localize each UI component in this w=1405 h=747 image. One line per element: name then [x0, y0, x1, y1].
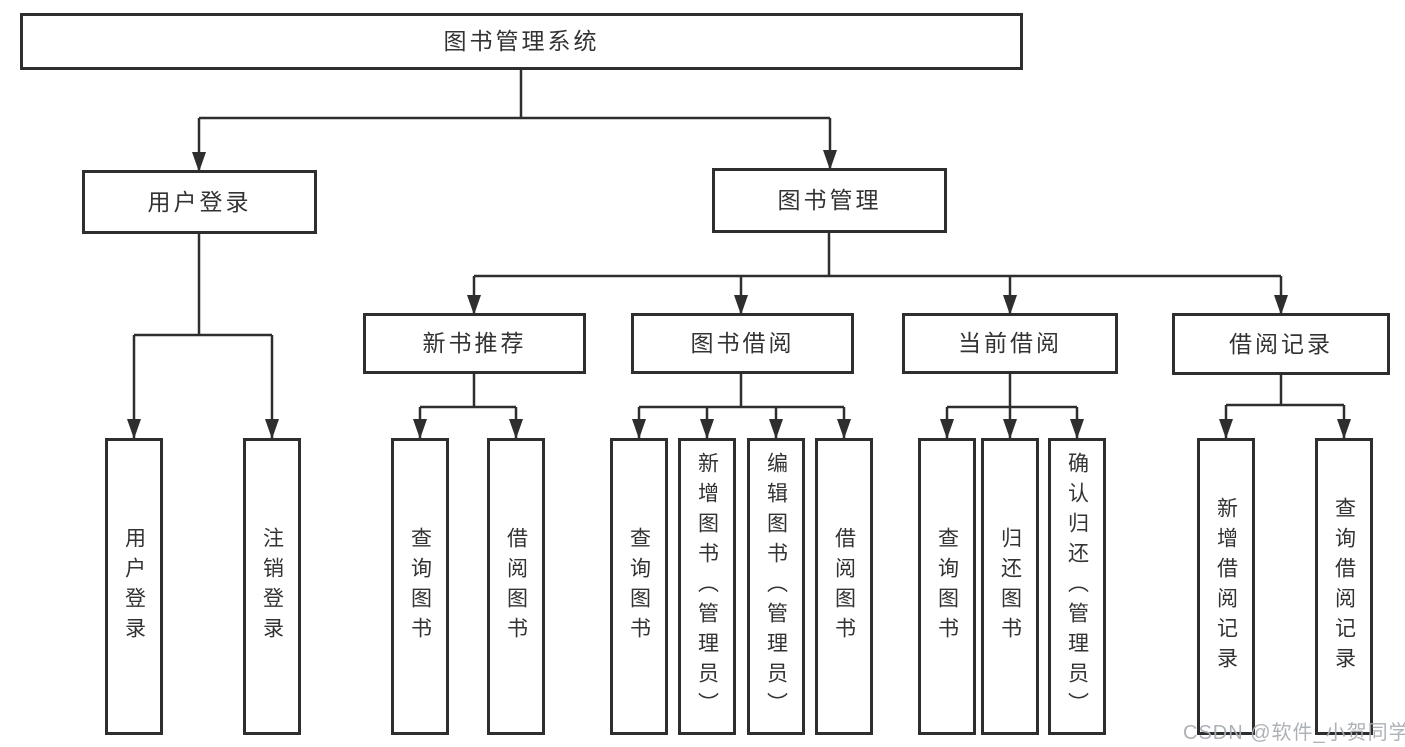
node-leaf-label: 新增图书（管理员）: [695, 451, 719, 722]
node-library-system: 图书管理系统: [20, 13, 1023, 70]
watermark: CSDN @软件_小贺同学: [1183, 722, 1405, 744]
node-leaf-label: 查询图书: [408, 526, 432, 647]
node-book-borrowing: 图书借阅: [631, 313, 854, 374]
node-leaf-borrow-book-recommend: 借阅图书: [487, 438, 545, 735]
node-current-borrowing-label: 当前借阅: [958, 330, 1062, 356]
node-leaf-edit-book-admin: 编辑图书（管理员）: [747, 438, 805, 735]
node-leaf-label: 确认归还（管理员）: [1065, 451, 1089, 722]
node-leaf-user-login: 用户登录: [105, 438, 163, 735]
node-user-login-label: 用户登录: [147, 188, 252, 215]
node-leaf-label: 归还图书: [998, 526, 1022, 647]
node-book-management-label: 图书管理: [777, 187, 882, 213]
node-leaf-return-book: 归还图书: [981, 438, 1039, 735]
node-book-management: 图书管理: [712, 168, 947, 233]
node-leaf-confirm-return-admin: 确认归还（管理员）: [1048, 438, 1106, 735]
node-new-book-recommend: 新书推荐: [363, 313, 586, 374]
node-leaf-label: 查询图书: [627, 526, 651, 647]
node-leaf-label: 查询借阅记录: [1332, 496, 1356, 677]
node-leaf-label: 借阅图书: [504, 526, 528, 647]
node-leaf-label: 注销登录: [260, 526, 284, 647]
node-borrowing-records: 借阅记录: [1172, 313, 1390, 375]
node-leaf-add-borrow-record: 新增借阅记录: [1197, 438, 1255, 735]
node-library-system-label: 图书管理系统: [443, 28, 600, 54]
node-leaf-label: 借阅图书: [832, 526, 856, 647]
node-borrowing-records-label: 借阅记录: [1229, 330, 1333, 357]
node-leaf-label: 新增借阅记录: [1214, 496, 1238, 677]
node-leaf-add-book-admin: 新增图书（管理员）: [678, 438, 736, 735]
node-user-login: 用户登录: [82, 170, 317, 234]
node-current-borrowing: 当前借阅: [902, 313, 1118, 374]
node-leaf-query-book-borrowing: 查询图书: [610, 438, 668, 735]
node-leaf-label: 用户登录: [122, 526, 146, 647]
node-leaf-label: 查询图书: [935, 526, 959, 647]
node-leaf-logout: 注销登录: [243, 438, 301, 735]
node-new-book-recommend-label: 新书推荐: [422, 330, 527, 356]
node-leaf-borrow-book: 借阅图书: [815, 438, 873, 735]
node-leaf-query-book-current: 查询图书: [918, 438, 976, 735]
node-leaf-query-book-recommend: 查询图书: [391, 438, 449, 735]
node-leaf-label: 编辑图书（管理员）: [764, 451, 788, 722]
node-leaf-query-borrow-record: 查询借阅记录: [1315, 438, 1373, 735]
node-book-borrowing-label: 图书借阅: [690, 330, 795, 356]
